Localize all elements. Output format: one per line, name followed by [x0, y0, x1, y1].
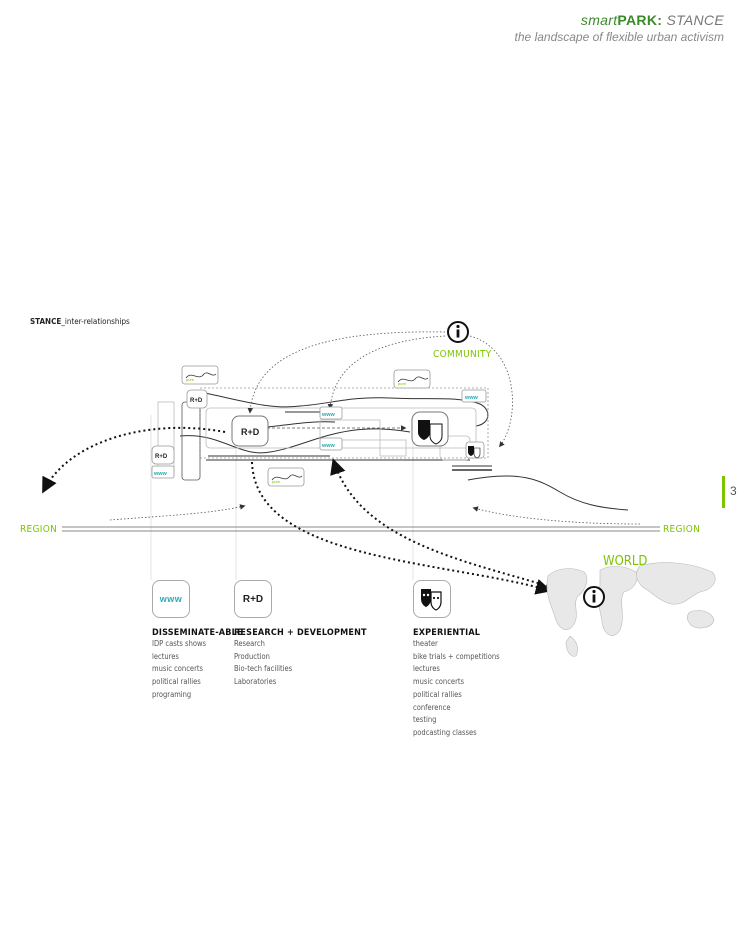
list-item: testing — [413, 715, 437, 725]
column-experiential: EXPERIENTIAL theater bike trials + compe… — [413, 580, 500, 740]
section-label: STANCE_inter-relationships — [30, 317, 130, 326]
svg-text:www: www — [464, 395, 479, 401]
list-item: lectures — [413, 664, 440, 674]
www-icon: www — [152, 580, 190, 618]
svg-text:pure: pure — [398, 381, 407, 386]
community-label: COMMUNITY — [433, 349, 492, 360]
theater-node — [411, 411, 449, 447]
world-info-icon — [583, 586, 605, 608]
column-list: theater bike trials + competitions lectu… — [413, 638, 500, 740]
page-header: smartPARK: STANCE the landscape of flexi… — [515, 12, 724, 44]
rd-icon: R+D — [234, 580, 272, 618]
column-research: R+D RESEARCH + DEVELOPMENT Research Prod… — [234, 580, 367, 689]
theater-node-small — [468, 446, 481, 459]
column-guides — [150, 415, 414, 580]
column-list: IDP casts shows lectures music concerts … — [152, 638, 243, 702]
column-disseminate: www DISSEMINATE-ABLE IDP casts shows lec… — [152, 580, 243, 702]
wave-icons — [181, 365, 431, 487]
column-title: EXPERIENTIAL — [413, 628, 481, 638]
list-item: political rallies — [413, 689, 462, 699]
section-label-bold: STANCE — [30, 317, 62, 326]
svg-text:www: www — [153, 471, 168, 477]
list-item: political rallies — [152, 677, 201, 687]
section-label-rest: _inter-relationships — [61, 317, 130, 326]
brand-separator: : — [657, 12, 663, 28]
column-list: Research Production Bio-tech facilities … — [234, 638, 367, 689]
list-item: Production — [234, 651, 270, 661]
www-icon-text: www — [159, 594, 183, 604]
svg-text:R+D: R+D — [241, 427, 260, 437]
world-map-image — [546, 562, 716, 657]
svg-text:R+D: R+D — [190, 398, 203, 404]
world-label: WORLD — [603, 554, 648, 569]
list-item: podcasting classes — [413, 727, 477, 737]
theater-masks-svg — [421, 589, 442, 611]
svg-text:www: www — [321, 443, 336, 449]
theater-masks-icon — [413, 580, 451, 618]
rd-icon-text: R+D — [242, 593, 264, 605]
svg-text:pure: pure — [272, 479, 281, 484]
list-item: IDP casts shows — [152, 639, 207, 648]
brand-smart: smart — [580, 12, 618, 28]
list-item: bike trials + competitions — [413, 651, 500, 661]
svg-text:www: www — [321, 412, 336, 418]
page-number: 3 — [730, 484, 737, 498]
landscape-curves — [179, 391, 629, 511]
page-subtitle: the landscape of flexible urban activism — [514, 30, 724, 44]
community-info-icon — [447, 321, 469, 343]
list-item: music concerts — [413, 677, 465, 687]
region-left-label: REGION — [20, 524, 58, 535]
list-item: Laboratories — [234, 677, 277, 687]
list-item: programing — [152, 689, 192, 699]
page-number-bar — [722, 476, 725, 508]
page-title: smartPARK: STANCE — [515, 12, 724, 28]
brand-stance: STANCE — [666, 12, 724, 28]
region-right-label: REGION — [663, 524, 701, 535]
list-item: music concerts — [152, 664, 204, 674]
brand-park: PARK — [617, 12, 658, 28]
list-item: Research — [234, 639, 265, 648]
region-horizon — [62, 526, 660, 532]
rd-node: R+D — [231, 415, 269, 447]
column-title: RESEARCH + DEVELOPMENT — [234, 628, 367, 638]
svg-text:R+D: R+D — [155, 454, 168, 460]
column-title: DISSEMINATE-ABLE — [152, 628, 243, 638]
list-item: lectures — [152, 651, 179, 661]
list-item: conference — [413, 702, 451, 712]
svg-text:pure: pure — [186, 377, 195, 382]
list-item: Bio-tech facilities — [234, 664, 293, 674]
list-item: theater — [413, 639, 438, 648]
